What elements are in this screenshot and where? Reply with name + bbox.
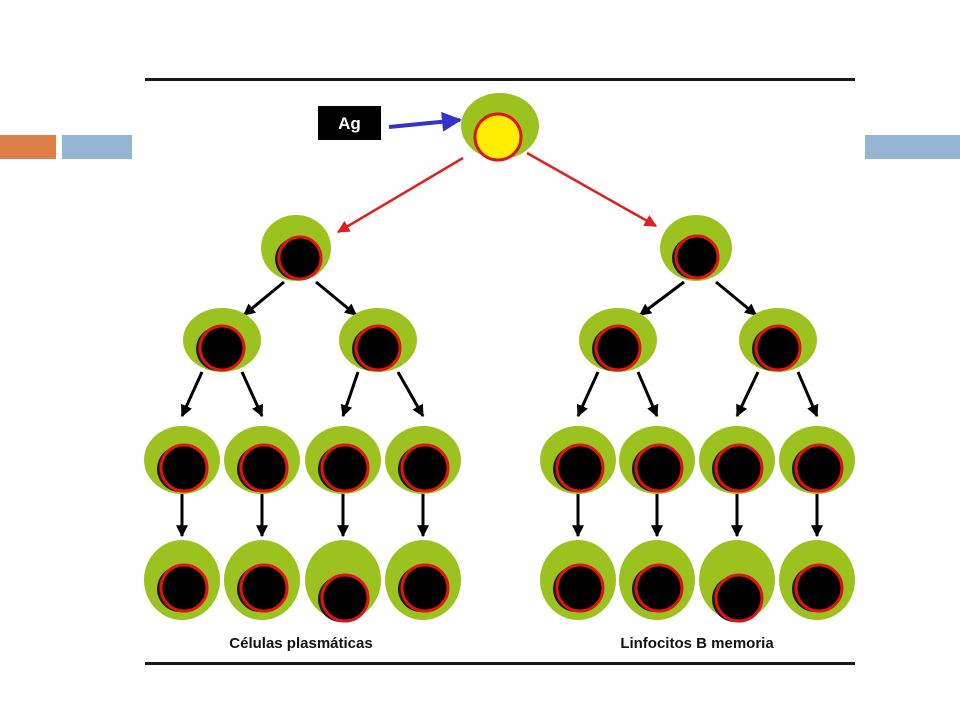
b-cell-icon [224, 540, 300, 620]
b-cell-icon [261, 215, 331, 281]
bottom-rule [145, 662, 855, 665]
arrow-icon [715, 280, 757, 317]
b-cell-icon [224, 426, 300, 494]
antigen-label: Ag [338, 114, 361, 133]
arrow-icon [396, 371, 425, 418]
arrow-icon [315, 280, 357, 317]
b-cell-icon [144, 426, 220, 494]
accent-bar-orange [0, 135, 56, 159]
arrow-icon [526, 151, 658, 228]
accent-bar-blue-left [62, 135, 132, 159]
arrows-layer [176, 111, 823, 538]
arrow-icon [340, 371, 360, 418]
b-cell-icon [305, 426, 381, 494]
b-cell-icon [461, 93, 539, 162]
b-cell-icon [305, 540, 381, 623]
arrow-icon [636, 371, 659, 418]
b-cell-icon [183, 308, 261, 372]
b-cell-icon [579, 308, 657, 372]
arrow-icon [180, 371, 204, 418]
caption-plasma-cells: Células plasmáticas [229, 635, 372, 652]
b-cell-icon [339, 308, 417, 372]
b-cell-icon [540, 540, 616, 620]
top-rule [145, 78, 855, 81]
arrow-icon [639, 280, 685, 317]
b-cell-icon [619, 426, 695, 494]
arrow-icon [576, 371, 600, 418]
b-cell-icon [779, 540, 855, 620]
b-cell-icon [540, 426, 616, 494]
b-cell-icon [739, 308, 817, 372]
b-cell-icon [779, 426, 855, 494]
cells-layer [144, 93, 855, 623]
arrow-icon [240, 371, 264, 418]
antigen-box: Ag [318, 106, 381, 140]
accent-bar-blue-right [865, 135, 960, 159]
arrow-icon [388, 111, 462, 132]
arrow-icon [796, 371, 819, 418]
b-cell-icon [385, 540, 461, 620]
b-cell-icon [619, 540, 695, 620]
b-cell-icon [699, 540, 775, 623]
caption-memory-b-cells: Linfocitos B memoria [620, 635, 774, 652]
arrow-icon [735, 371, 760, 418]
b-cell-icon [144, 540, 220, 620]
b-cell-icon [385, 426, 461, 494]
b-cell-icon [660, 215, 732, 281]
b-cell-icon [699, 426, 775, 494]
arrow-icon [243, 280, 285, 317]
arrow-icon [336, 156, 464, 234]
